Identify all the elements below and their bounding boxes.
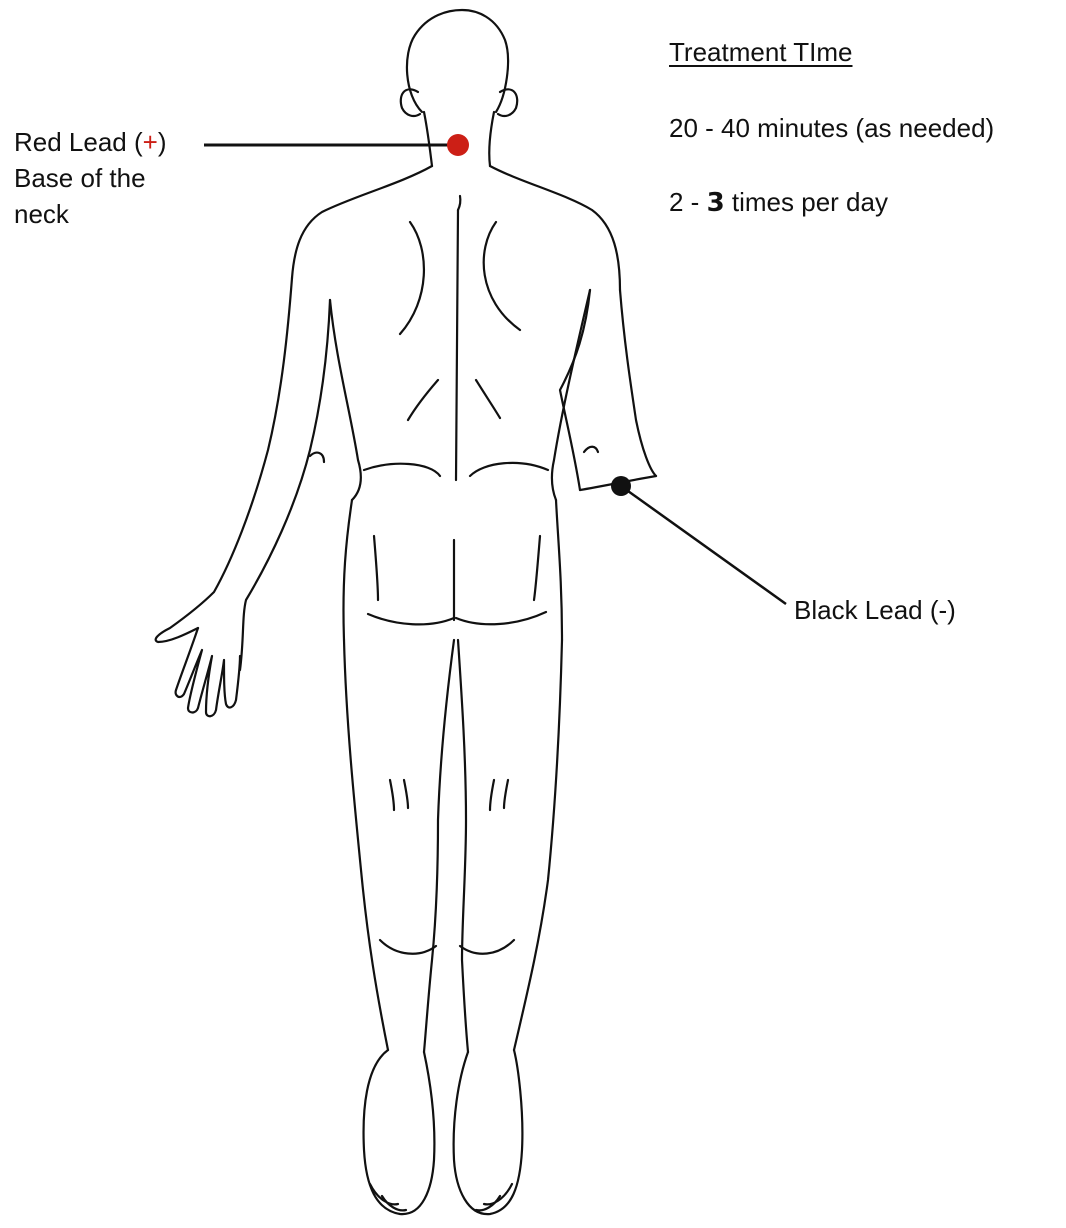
spine-line — [456, 210, 458, 480]
left-knee-mark — [390, 780, 408, 810]
black-lead-leader-line — [621, 486, 786, 604]
left-leg-outer — [344, 640, 388, 1050]
right-shoulder — [490, 166, 620, 290]
red-lead-label: Red Lead (+) — [14, 124, 167, 160]
torso-left — [330, 300, 361, 500]
right-elbow-mark — [584, 447, 598, 452]
right-scapula — [484, 222, 520, 330]
left-calf — [380, 940, 436, 954]
hips-left — [343, 500, 352, 640]
neck-left — [424, 112, 432, 166]
right-lat-line — [476, 380, 500, 418]
glute-side-right — [534, 536, 540, 600]
frequency-count: 3 — [707, 188, 725, 218]
red-lead-label-open: Red Lead ( — [14, 127, 143, 157]
right-toes — [476, 1184, 512, 1210]
left-lat-line — [408, 380, 438, 420]
treatment-duration: 20 - 40 minutes (as needed) — [669, 110, 994, 146]
left-elbow-mark — [310, 453, 324, 462]
red-lead-sign: + — [143, 127, 158, 157]
frequency-prefix: 2 - — [669, 187, 707, 217]
red-lead-location-line1: Base of the — [14, 160, 146, 196]
treatment-heading: Treatment TIme — [669, 34, 853, 70]
right-foot — [454, 1050, 523, 1214]
glute-crease-left — [368, 614, 454, 624]
left-leg-inner — [424, 640, 454, 1052]
right-leg-outer — [514, 640, 562, 1050]
right-arm-outer — [620, 290, 656, 476]
head-outline — [407, 10, 508, 112]
glute-crease-right — [456, 612, 546, 624]
red-lead-location-line2: neck — [14, 196, 69, 232]
spine-top-mark — [458, 196, 460, 210]
right-arm-inner — [560, 290, 590, 490]
right-knee-mark — [490, 780, 508, 810]
black-lead-dot — [611, 476, 631, 496]
left-arm-outer — [156, 278, 292, 642]
hips-right — [556, 500, 562, 640]
right-calf — [460, 940, 514, 954]
left-hand — [176, 628, 240, 716]
black-lead-label: Black Lead (-) — [794, 592, 956, 628]
treatment-frequency: 2 - 3 times per day — [669, 184, 888, 221]
human-body-back-outline — [156, 10, 656, 1214]
neck-right — [489, 112, 494, 166]
right-leg-inner — [458, 640, 468, 1052]
glute-side-left — [374, 536, 378, 600]
red-lead-dot — [447, 134, 469, 156]
frequency-suffix: times per day — [725, 187, 888, 217]
left-scapula — [400, 222, 424, 334]
red-lead-label-close: ) — [158, 127, 167, 157]
